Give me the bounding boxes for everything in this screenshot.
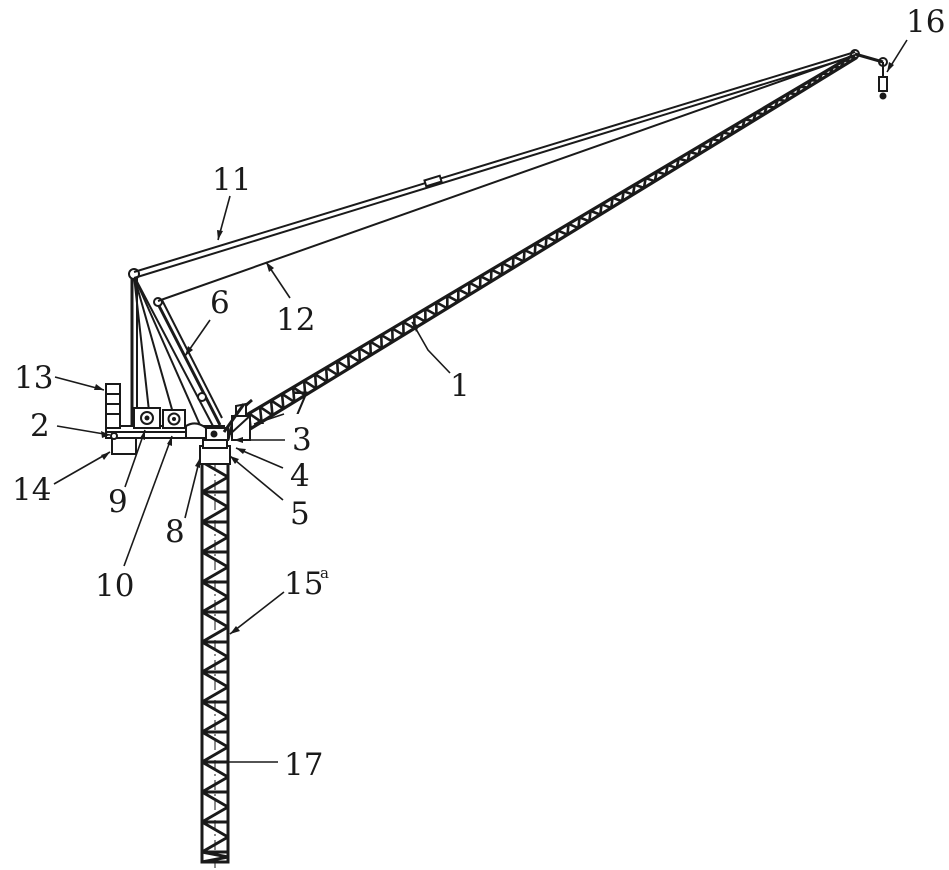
label-5: 5 [290, 496, 310, 532]
label-1: 1 [450, 368, 470, 404]
label-4: 4 [290, 458, 310, 494]
label-8: 8 [165, 514, 185, 550]
leader-lines [53, 39, 908, 763]
jib-tip [850, 49, 888, 67]
label-10: 10 [95, 568, 134, 604]
label-3: 3 [292, 422, 312, 458]
hook-block [878, 62, 888, 100]
callout-labels: 1 2 3 4 5 6 7 8 9 10 11 12 13 14 15 a 16… [12, 4, 945, 783]
label-16: 16 [906, 4, 945, 40]
label-7: 7 [290, 386, 310, 422]
label-15-superscript: a [320, 564, 329, 582]
label-17: 17 [284, 747, 323, 783]
label-12: 12 [276, 302, 315, 338]
counter-jib [105, 383, 229, 455]
label-11: 11 [212, 162, 251, 198]
label-15: 15 [284, 566, 323, 602]
label-9: 9 [108, 484, 128, 520]
tower-mast [200, 440, 230, 868]
label-6: 6 [210, 285, 230, 321]
operator-cab [222, 402, 253, 441]
jib-boom [226, 52, 858, 441]
label-13: 13 [14, 360, 53, 396]
a-frame-mast-head [128, 268, 223, 429]
label-14: 14 [12, 472, 51, 508]
tower-head-block [199, 439, 231, 465]
pendant-ropes [133, 51, 856, 302]
label-2: 2 [30, 408, 50, 444]
